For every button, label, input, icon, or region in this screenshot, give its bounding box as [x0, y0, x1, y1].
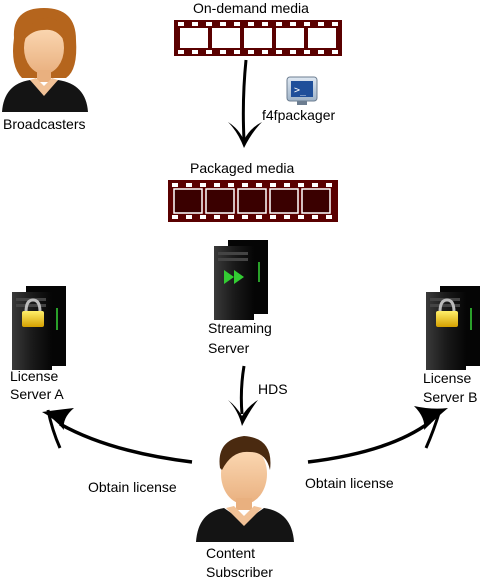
license-server-a-icon — [12, 286, 66, 370]
license-server-b-icon — [426, 286, 480, 370]
license-server-b-label-line1: License — [423, 370, 472, 386]
on-demand-media-film-icon — [174, 20, 342, 56]
broadcaster-avatar-icon — [2, 8, 88, 112]
arrow-packaging — [228, 59, 262, 148]
terminal-icon: >_ — [286, 76, 318, 105]
packaged-media-label: Packaged media — [190, 160, 295, 176]
streaming-server-label-line2: Server — [208, 340, 250, 356]
license-server-a-label-line1: License — [10, 368, 59, 384]
content-subscriber-avatar-icon — [196, 436, 294, 542]
streaming-server-icon — [214, 240, 268, 320]
arrow-obtain-license-b — [307, 406, 448, 464]
arrow-hds — [228, 365, 258, 426]
license-server-b-label-line2: Server B — [423, 389, 478, 405]
streaming-server-label-line1: Streaming — [208, 320, 272, 336]
hds-label: HDS — [258, 381, 288, 397]
broadcasters-label: Broadcasters — [3, 116, 86, 132]
on-demand-media-label: On-demand media — [193, 0, 309, 16]
obtain-license-right-label: Obtain license — [305, 475, 394, 491]
content-subscriber-label-line2: Subscriber — [206, 564, 273, 580]
packaged-media-film-icon — [168, 180, 338, 222]
terminal-prompt: >_ — [294, 85, 307, 96]
content-subscriber-label-line1: Content — [206, 545, 256, 561]
arrow-obtain-license-a — [42, 408, 193, 464]
obtain-license-left-label: Obtain license — [88, 479, 177, 495]
packager-label: f4fpackager — [262, 107, 336, 123]
license-server-a-label-line2: Server A — [10, 386, 64, 402]
